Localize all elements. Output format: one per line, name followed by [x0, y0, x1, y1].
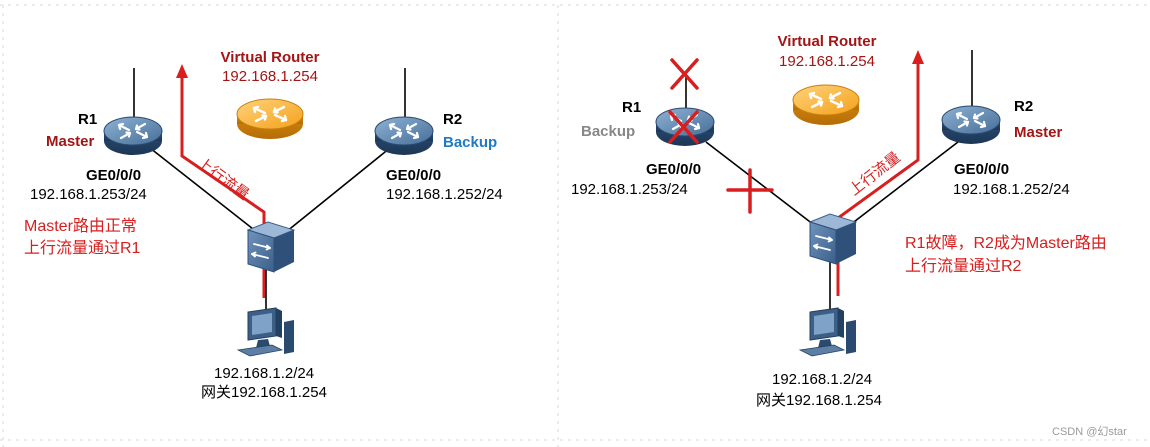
r2-ip: 192.168.1.252/24: [953, 181, 1070, 198]
virtual-router-ip: 192.168.1.254: [779, 53, 875, 70]
uplink-arrow-icon: [912, 50, 924, 64]
r2-role: Master: [1014, 124, 1063, 141]
status-note-line-1: Master路由正常: [24, 217, 137, 235]
pc-ip: 192.168.1.2/24: [214, 365, 314, 382]
status-note-line-2: 上行流量通过R2: [905, 257, 1022, 275]
virtual-router-title: Virtual Router: [778, 33, 877, 50]
virtual-router-icon: [235, 97, 305, 141]
links: [133, 68, 406, 312]
status-note-line-2: 上行流量通过R1: [24, 239, 141, 257]
pc-icon: [799, 307, 857, 357]
switch-icon: [247, 221, 295, 273]
r1-name: R1: [78, 111, 97, 128]
virtual-router-icon: [791, 83, 861, 127]
router-icon: [373, 115, 435, 157]
r1-role: Master: [46, 133, 95, 150]
uplink-label: 上行流量: [194, 154, 253, 203]
virtual-router-title: Virtual Router: [221, 49, 320, 66]
r2-role: Backup: [443, 134, 497, 151]
r1-interface: GE0/0/0: [86, 167, 141, 184]
router-icon: [102, 115, 164, 157]
r1-ip: 192.168.1.253/24: [30, 186, 147, 203]
pc-gateway: 网关192.168.1.254: [756, 392, 882, 409]
pc-ip: 192.168.1.2/24: [772, 371, 872, 388]
r2-interface: GE0/0/0: [954, 161, 1009, 178]
frame-lines: [0, 4, 1150, 447]
pc-gateway: 网关192.168.1.254: [201, 384, 327, 401]
watermark: CSDN @幻star: [1052, 425, 1127, 438]
links: [685, 50, 973, 312]
panel-failover: Virtual Router 192.168.1.254 R1 Backup G…: [571, 33, 1107, 409]
r1-role: Backup: [581, 123, 635, 140]
router-icon: [940, 104, 1002, 146]
fault-cross-icon: [726, 168, 774, 214]
r2-interface: GE0/0/0: [386, 167, 441, 184]
panel-normal: Virtual Router 192.168.1.254 R1 Master G…: [24, 49, 503, 401]
virtual-router-ip: 192.168.1.254: [222, 68, 318, 85]
r1-name: R1: [622, 99, 641, 116]
status-note-line-1: R1故障，R2成为Master路由: [905, 234, 1107, 252]
r1-ip: 192.168.1.253/24: [571, 181, 688, 198]
uplink-arrow-icon: [176, 64, 188, 78]
r2-name: R2: [1014, 98, 1033, 115]
fault-cross-icon: [668, 110, 699, 144]
fault-cross-icon: [670, 58, 699, 90]
r2-ip: 192.168.1.252/24: [386, 186, 503, 203]
r2-name: R2: [443, 111, 462, 128]
pc-icon: [237, 307, 295, 357]
r1-interface: GE0/0/0: [646, 161, 701, 178]
switch-icon: [809, 213, 857, 265]
